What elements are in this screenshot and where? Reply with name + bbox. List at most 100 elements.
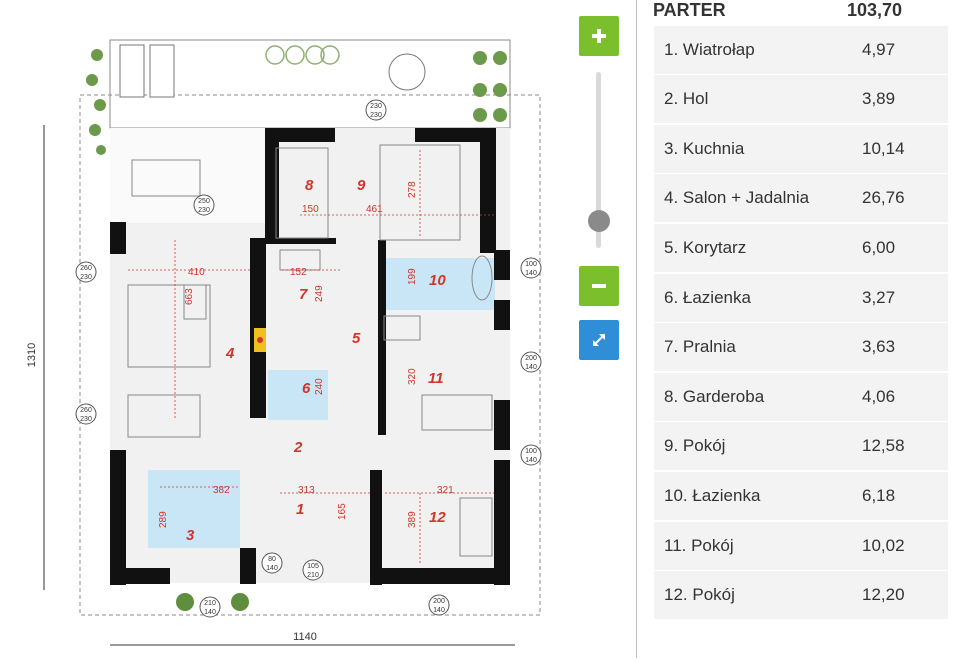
- overall-height-label: 1310: [26, 343, 38, 367]
- room-name: 11. Pokój: [664, 536, 734, 555]
- dim-278: 278: [407, 181, 418, 198]
- outdoor-dining: [110, 128, 265, 223]
- room-name: 8. Garderoba: [664, 387, 765, 406]
- room-name: 1. Wiatrołap: [664, 40, 755, 59]
- svg-text:200: 200: [433, 598, 445, 605]
- dim-382: 382: [213, 485, 230, 496]
- room-name: 2. Hol: [664, 89, 709, 108]
- svg-text:105: 105: [307, 563, 319, 570]
- room-area: 3,89: [862, 89, 896, 108]
- room-row: 7. Pralnia 3,63: [654, 323, 948, 371]
- room-number-7: 7: [299, 286, 308, 303]
- room-row: 11. Pokój 10,02: [654, 522, 948, 570]
- room-name: 9. Pokój: [664, 436, 726, 455]
- room-row: 3. Kuchnia 10,14: [654, 125, 948, 173]
- svg-text:210: 210: [307, 572, 319, 579]
- room-number-2: 2: [293, 439, 303, 456]
- room-area-panel: PARTER 103,70 1. Wiatrołap 4,97 2. Hol 3…: [636, 0, 958, 658]
- zoom-in-button[interactable]: [579, 16, 619, 56]
- zoom-slider-track[interactable]: [596, 72, 601, 248]
- floor-plan[interactable]: 1310 1140 410 663 152 249 240 150 461 27…: [0, 0, 570, 658]
- floor-label: PARTER: [653, 0, 726, 20]
- window-markers: 230 230 250 230 260 230 260 230 100 140 …: [75, 99, 542, 618]
- lounger-2: [149, 44, 175, 98]
- window-marker-right-2: 200 140: [520, 351, 542, 373]
- fireplace-flame: [257, 337, 263, 343]
- svg-text:260: 260: [80, 407, 92, 414]
- svg-text:140: 140: [525, 457, 537, 464]
- window-marker-bottom-2: 105 210: [302, 559, 324, 581]
- room-number-5: 5: [352, 330, 361, 347]
- svg-text:80: 80: [268, 556, 276, 563]
- svg-text:140: 140: [525, 364, 537, 371]
- room-row: 12. Pokój 12,20: [654, 571, 948, 619]
- room-area: 10,02: [862, 536, 905, 555]
- room-number-12: 12: [429, 509, 446, 526]
- plants-left: [86, 49, 106, 155]
- window-marker-bottom-4: 200 140: [428, 594, 450, 616]
- plus-icon: [592, 29, 606, 43]
- svg-text:140: 140: [204, 609, 216, 616]
- floor-total-area: 103,70: [847, 0, 903, 20]
- room-area: 6,00: [862, 238, 896, 257]
- room-row: 6. Łazienka 3,27: [654, 274, 948, 322]
- room-row: 4. Salon + Jadalnia 26,76: [654, 174, 948, 222]
- room-name: 5. Korytarz: [664, 238, 747, 257]
- window-marker-bottom-3: 210 140: [199, 596, 221, 618]
- room-number-10: 10: [429, 272, 446, 289]
- dim-152: 152: [290, 267, 307, 278]
- svg-text:210: 210: [204, 600, 216, 607]
- room-name: 12. Pokój: [664, 585, 735, 604]
- room-number-4: 4: [225, 345, 235, 362]
- svg-text:230: 230: [80, 274, 92, 281]
- svg-text:230: 230: [370, 103, 382, 110]
- window-marker-left-1: 260 230: [75, 261, 97, 283]
- dim-150: 150: [302, 204, 319, 215]
- zoom-slider-handle[interactable]: [588, 210, 610, 232]
- svg-text:100: 100: [525, 261, 537, 268]
- dim-249: 249: [314, 285, 325, 302]
- room-number-3: 3: [186, 527, 195, 544]
- floor-header: PARTER 103,70: [637, 0, 949, 24]
- room-number-9: 9: [357, 177, 366, 194]
- dim-461: 461: [366, 204, 383, 215]
- kitchen-floor: [148, 470, 240, 548]
- svg-text:230: 230: [198, 207, 210, 214]
- room-row: 2. Hol 3,89: [654, 75, 948, 123]
- fullscreen-button[interactable]: [579, 320, 619, 360]
- room-area: 6,18: [862, 486, 896, 505]
- zoom-out-button[interactable]: [579, 266, 619, 306]
- svg-text:140: 140: [266, 565, 278, 572]
- entrance-plants: [176, 593, 249, 611]
- dim-199: 199: [407, 268, 418, 285]
- window-marker-bottom-1: 80 140: [261, 552, 283, 574]
- dim-313: 313: [298, 485, 315, 496]
- dim-410: 410: [188, 267, 205, 278]
- room-area: 3,63: [862, 337, 896, 356]
- room-area: 4,97: [862, 40, 896, 59]
- room-area: 12,58: [862, 436, 905, 455]
- room-name: 6. Łazienka: [664, 288, 751, 307]
- room-row: 9. Pokój 12,58: [654, 422, 948, 470]
- svg-text:140: 140: [525, 270, 537, 277]
- window-marker-top: 230 230: [365, 99, 387, 121]
- room-name: 7. Pralnia: [664, 337, 736, 356]
- room-number-11: 11: [428, 370, 444, 387]
- dimension-labels: 410 663 152 249 240 150 461 278 199 320 …: [158, 181, 454, 528]
- bathroom-10-floor: [380, 258, 495, 310]
- plants-right: [473, 51, 507, 122]
- window-marker-right-1: 100 140: [520, 257, 542, 279]
- room-area: 10,14: [862, 139, 905, 158]
- dimension-lines: [128, 150, 494, 565]
- svg-text:260: 260: [80, 265, 92, 272]
- outdoor-table: [388, 53, 426, 91]
- dim-289: 289: [158, 511, 169, 528]
- hedge-top: [265, 45, 340, 65]
- room-area: 4,06: [862, 387, 896, 406]
- dim-663: 663: [184, 288, 195, 305]
- lounger-1: [119, 44, 145, 98]
- room-number-6: 6: [302, 380, 311, 397]
- floor-plan-drawing: 1310 1140 410 663 152 249 240 150 461 27…: [26, 39, 542, 646]
- room-number-8: 8: [305, 177, 314, 194]
- dim-389: 389: [407, 511, 418, 528]
